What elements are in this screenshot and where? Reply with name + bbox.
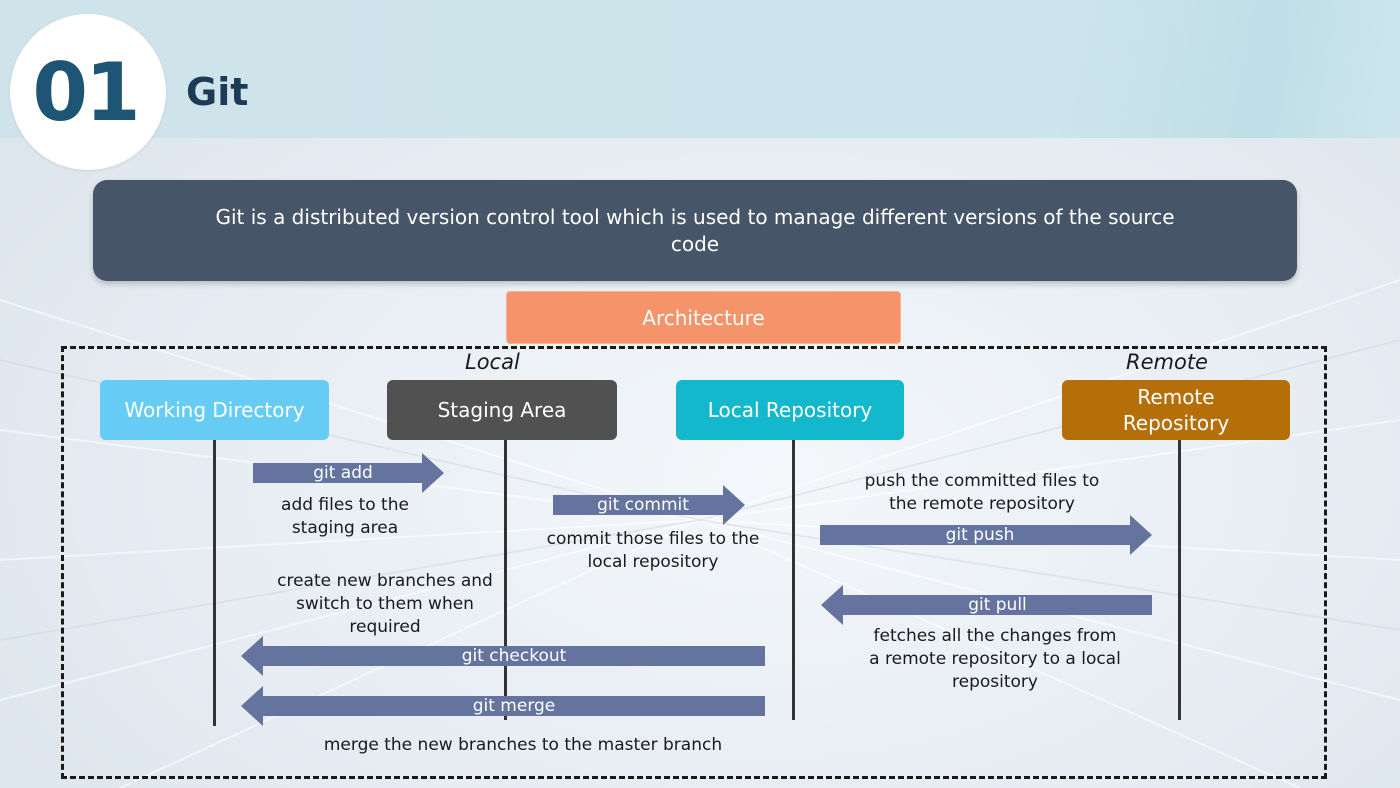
lifeline-local-repository	[792, 440, 795, 720]
arrow-git-push-head	[1130, 515, 1152, 555]
arrow-git-commit: git commit	[553, 485, 745, 525]
git-commit-note: commit those files to the local reposito…	[546, 529, 760, 572]
git-add-note: add files to the staging area	[281, 495, 409, 538]
arrow-git-add: git add	[253, 453, 444, 493]
git-merge-note: merge the new branches to the master bra…	[323, 735, 723, 755]
section-number-badge: 01	[10, 14, 166, 170]
git-add-label: git add	[313, 463, 373, 483]
git-checkout-note: create new branches and switch to them w…	[277, 571, 493, 637]
header-band-accent	[1062, 0, 1400, 138]
page-title: Git	[186, 70, 249, 114]
git-checkout-label: git checkout	[461, 646, 567, 666]
stage-remote-repository: Remote Repository	[1062, 380, 1290, 440]
git-merge-label: git merge	[472, 696, 556, 716]
stage-local-repository-label: Local Repository	[707, 398, 873, 422]
architecture-frame	[61, 346, 1327, 779]
architecture-label: Architecture	[506, 291, 901, 344]
arrow-git-merge-head	[241, 686, 263, 726]
arrow-git-add-head	[422, 453, 444, 493]
arrow-git-merge: git merge	[241, 686, 765, 726]
git-pull-label: git pull	[968, 595, 1027, 615]
arrow-git-merge-shaft	[263, 696, 765, 716]
zone-label-remote: Remote	[1126, 350, 1208, 374]
stage-local-repository: Local Repository	[676, 380, 904, 440]
arrow-git-checkout-shaft	[263, 646, 765, 666]
stage-remote-repository-label: Remote Repository	[1122, 385, 1230, 435]
lifeline-remote-repository	[1178, 440, 1181, 720]
stage-working-directory-label: Working Directory	[124, 398, 305, 422]
arrow-git-add-shaft	[253, 463, 422, 483]
arrow-git-commit-shaft	[553, 495, 723, 515]
arrow-git-checkout: git checkout	[241, 636, 765, 676]
arrow-git-push: git push	[820, 515, 1152, 555]
git-push-note: push the committed files to the remote r…	[864, 471, 1100, 514]
lifeline-staging-area	[504, 440, 507, 720]
git-push-label: git push	[945, 525, 1015, 545]
git-pull-note: fetches all the changes from a remote re…	[869, 626, 1121, 692]
description-text: Git is a distributed version control too…	[215, 204, 1175, 256]
stage-staging-area-label: Staging Area	[437, 398, 567, 422]
arrow-git-pull-head	[821, 585, 843, 625]
arrow-git-pull: git pull	[821, 585, 1152, 625]
description-box: Git is a distributed version control too…	[93, 180, 1297, 281]
zone-label-local: Local	[465, 350, 520, 374]
git-commit-label: git commit	[597, 495, 689, 515]
arrow-git-commit-head	[723, 485, 745, 525]
arrow-git-checkout-head	[241, 636, 263, 676]
lifeline-working-directory	[213, 440, 216, 726]
section-number: 01	[32, 45, 140, 139]
stage-working-directory: Working Directory	[100, 380, 329, 440]
arrow-git-push-shaft	[820, 525, 1130, 545]
arrow-git-pull-shaft	[843, 595, 1152, 615]
architecture-text: Architecture	[642, 305, 765, 330]
stage-staging-area: Staging Area	[387, 380, 617, 440]
